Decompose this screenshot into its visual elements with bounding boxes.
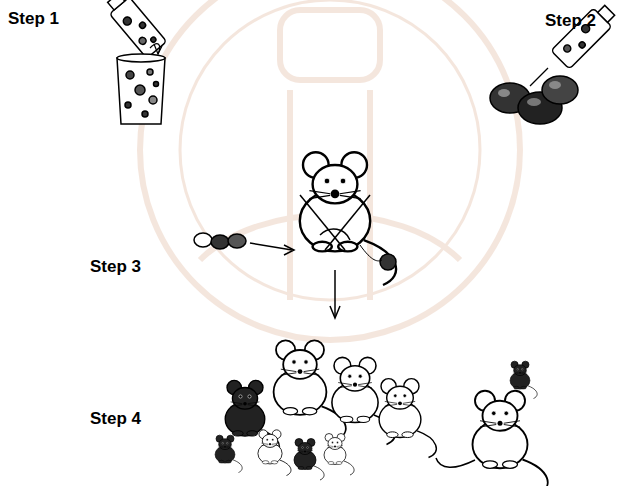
bottle-and-eggs: [490, 1, 619, 124]
offspring-mice: [215, 340, 548, 486]
step-label: Step 2: [545, 12, 596, 31]
step-label: Step 4: [90, 410, 141, 429]
knitting-mouse: [194, 152, 396, 318]
step-label: Step 3: [90, 258, 141, 277]
watermark: [140, 0, 520, 340]
bottle-and-beaker: [103, 0, 167, 124]
step-label: Step 1: [8, 10, 59, 29]
